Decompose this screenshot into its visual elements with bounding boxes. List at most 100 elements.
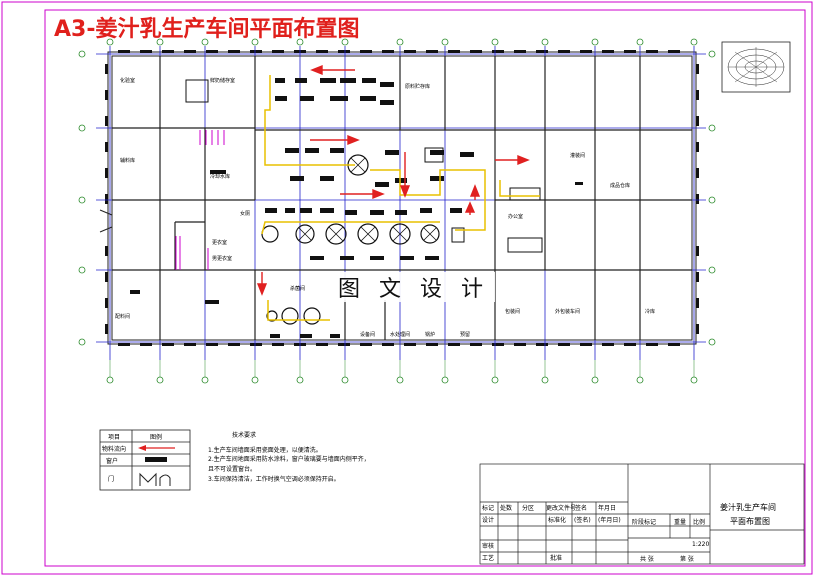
window-top [162, 50, 174, 53]
window-left [105, 168, 108, 178]
equipment-block [210, 170, 226, 174]
axis-marker [690, 38, 698, 46]
legend-table: 项目 图例 物料流向 窗户 门 [99, 429, 191, 491]
equipment-block [330, 148, 344, 153]
axis-marker [636, 376, 644, 384]
axis-marker [251, 38, 259, 46]
window-bottom [184, 343, 196, 346]
legend-row-window: 窗户 [106, 457, 118, 465]
equipment-block [290, 176, 304, 181]
window-bottom [448, 343, 460, 346]
axis-marker [591, 38, 599, 46]
technical-notes: 技术要求 1.生产车间墙面采用瓷面处理，以便清洗。 2.生产车间地面采用防水涂料… [208, 431, 370, 483]
axis-marker [156, 376, 164, 384]
tank-crosses [298, 157, 437, 242]
title-block [479, 463, 805, 565]
equipment-block [370, 210, 384, 215]
tb-sub-date: (年月日) [598, 516, 621, 524]
window-top [140, 50, 152, 53]
room-label-r20: 预留 [460, 331, 470, 338]
room-label-r19: 锅炉 [425, 331, 435, 338]
equipment-block [330, 334, 340, 338]
window-bottom [382, 343, 394, 346]
window-top [492, 50, 504, 53]
equipment-block [380, 100, 394, 105]
window-top [580, 50, 592, 53]
window-bottom [536, 343, 548, 346]
room-label-r15: 冷库 [645, 308, 655, 315]
axis-marker [78, 266, 86, 274]
axis-marker [491, 38, 499, 46]
window-bottom [360, 343, 372, 346]
room-label-r9: 男更衣室 [212, 255, 232, 262]
window-top [316, 50, 328, 53]
axis-marker [708, 196, 716, 204]
window-bottom [250, 343, 262, 346]
equipment-block [340, 256, 354, 260]
axis-marker [78, 196, 86, 204]
tb-sign-approve: 批准 [550, 554, 562, 562]
tb-stage-label: 阶段标记 [632, 518, 656, 526]
axis-markers-bottom [106, 360, 698, 384]
axis-markers-top [106, 38, 698, 46]
tb-sub-sign: (签名) [574, 516, 591, 524]
legend-header-item: 项目 [108, 434, 120, 441]
axis-marker [636, 38, 644, 46]
window-top [250, 50, 262, 53]
window-bottom [404, 343, 416, 346]
window-left [105, 298, 108, 308]
tb-row-label-0: 标记 [482, 504, 494, 512]
window-right [696, 272, 699, 282]
equipment-block [575, 182, 583, 185]
legend-door-symbol [139, 472, 171, 486]
equipment-block [425, 256, 439, 260]
window-bottom [580, 343, 592, 346]
window-top [558, 50, 570, 53]
tb-sign-design: 设计 [482, 516, 494, 524]
axis-marker [396, 376, 404, 384]
window-top [514, 50, 526, 53]
window-top [272, 50, 284, 53]
tb-sign-process: 工艺 [482, 554, 494, 562]
window-left [105, 324, 108, 334]
window-top [118, 50, 130, 53]
equipment-block [320, 208, 334, 213]
legend-header-symbol: 图例 [150, 433, 162, 441]
equipment-block [380, 82, 394, 87]
axis-marker [708, 338, 716, 346]
window-left [105, 272, 108, 282]
window-top [404, 50, 416, 53]
axis-markers-left [78, 50, 86, 346]
window-left [105, 246, 108, 256]
room-label-r10: 女厕 [240, 210, 250, 217]
window-bottom [492, 343, 504, 346]
axis-marker [396, 38, 404, 46]
drawing-title: A3-姜汁乳生产车间平面布置图 [54, 16, 359, 42]
axis-marker [441, 38, 449, 46]
axis-marker [541, 376, 549, 384]
equipment-block [340, 78, 356, 83]
window-right [696, 90, 699, 100]
equipment-block [320, 176, 334, 181]
room-label-r12: 办公室 [508, 213, 523, 220]
equipment-block [275, 78, 285, 83]
window-right [696, 324, 699, 334]
room-label-r17: 设备间 [360, 331, 375, 338]
window-top [228, 50, 240, 53]
tb-row-label-3: 更改文件号 [546, 504, 576, 512]
storage-tank [451, 227, 465, 243]
equipment-block [310, 256, 324, 260]
window-bottom [140, 343, 152, 346]
window-bottom [338, 343, 350, 346]
window-bottom [272, 343, 284, 346]
room-label-r18: 水处理间 [390, 331, 410, 338]
tb-scale-value: 1:220 [692, 541, 709, 548]
equipment-block [362, 78, 376, 83]
equipment-block [370, 256, 384, 260]
room-label-r11: 配料间 [115, 313, 130, 320]
axis-marker [296, 38, 304, 46]
axis-marker [690, 376, 698, 384]
window-bottom [316, 343, 328, 346]
equipment-block [130, 290, 140, 294]
